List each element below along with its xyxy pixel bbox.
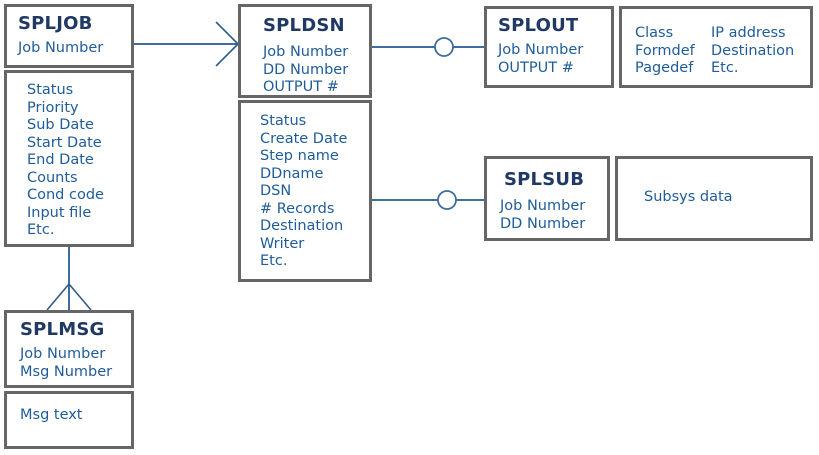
entity-splmsg-title: SPLMSG — [20, 319, 105, 340]
entity-splsub-title: SPLSUB — [504, 169, 585, 190]
key-field: OUTPUT # — [263, 79, 339, 95]
entity-splout-attributes: Class Formdef Pagedef IP address Destina… — [635, 25, 794, 78]
entity-splsub-attributes: Subsys data — [644, 189, 733, 207]
entity-splout-attribute-box[interactable]: Class Formdef Pagedef IP address Destina… — [619, 6, 813, 88]
entity-spljob-key-box[interactable]: SPLJOB Job Number — [4, 4, 134, 68]
entity-splsub-attribute-box[interactable]: Subsys data — [615, 156, 813, 241]
attribute-field: Counts — [27, 169, 78, 186]
attribute-field: Destination — [260, 218, 344, 234]
attribute-field: End Date — [27, 152, 94, 168]
attribute-field: Step name — [260, 148, 339, 164]
attribute-field: Etc. — [27, 222, 55, 238]
relationship-spljob-spldsn — [134, 21, 239, 67]
attribute-field: Status — [27, 82, 74, 98]
attribute-field: Subsys data — [644, 189, 733, 205]
entity-spljob-attribute-box[interactable]: Status Priority Sub Date Start Date End … — [4, 70, 134, 247]
cardinality-circle-splsub — [437, 190, 457, 210]
attribute-field: Formdef — [635, 42, 695, 59]
attribute-field: Pagedef — [635, 60, 694, 76]
entity-splmsg-attributes: Msg text — [20, 407, 83, 425]
entity-splmsg-keys: Job Number Msg Number — [20, 346, 112, 381]
attribute-field: DSN — [260, 183, 292, 199]
attribute-field: DDname — [260, 165, 324, 182]
attribute-field: Writer — [260, 235, 305, 252]
relationship-spljob-splmsg — [46, 247, 92, 311]
key-field: Job Number — [500, 198, 586, 214]
relationship-spldsn-splsub — [372, 190, 484, 210]
attribute-field: Msg text — [20, 407, 83, 423]
attribute-field: # Records — [260, 200, 335, 217]
entity-splout-attributes-col1: Class Formdef Pagedef — [635, 25, 697, 78]
entity-splout-attributes-col2: IP address Destination Etc. — [711, 25, 794, 78]
attribute-field: Create Date — [260, 130, 348, 147]
entity-spldsn-title: SPLDSN — [263, 15, 345, 36]
key-field: OUTPUT # — [498, 59, 574, 76]
attribute-field: Destination — [711, 42, 795, 59]
entity-splmsg-attribute-box[interactable]: Msg text — [4, 391, 134, 449]
attribute-field: Priority — [27, 99, 79, 116]
attribute-field: Input file — [27, 204, 92, 221]
entity-spljob-keys: Job Number — [18, 40, 103, 58]
attribute-field: IP address — [711, 25, 786, 41]
attribute-field: Etc. — [711, 60, 739, 76]
entity-spljob-title: SPLJOB — [18, 13, 93, 34]
key-field: Job Number — [20, 346, 106, 362]
key-field: Job Number — [263, 44, 349, 60]
entity-splout-keys: Job Number OUTPUT # — [498, 42, 583, 77]
attribute-field: Sub Date — [27, 117, 94, 133]
key-field: DD Number — [263, 61, 349, 78]
entity-spldsn-key-box[interactable]: SPLDSN Job Number DD Number OUTPUT # — [238, 4, 372, 98]
entity-splout-key-box[interactable]: SPLOUT Job Number OUTPUT # — [484, 6, 614, 88]
key-field: Job Number — [18, 40, 104, 56]
attribute-field: Cond code — [27, 187, 104, 203]
entity-splsub-keys: Job Number DD Number — [500, 198, 585, 233]
attribute-field: Status — [260, 113, 307, 129]
key-field: DD Number — [500, 215, 586, 232]
entity-spljob-attributes: Status Priority Sub Date Start Date End … — [27, 82, 104, 240]
entity-splmsg-key-box[interactable]: SPLMSG Job Number Msg Number — [4, 310, 134, 388]
relationship-spldsn-splout — [372, 37, 484, 57]
key-field: Msg Number — [20, 363, 113, 380]
cardinality-circle-splout — [434, 37, 454, 57]
entity-spldsn-attribute-box[interactable]: Status Create Date Step name DDname DSN … — [238, 100, 372, 282]
attribute-field: Etc. — [260, 253, 288, 269]
entity-splsub-key-box[interactable]: SPLSUB Job Number DD Number — [484, 156, 610, 241]
key-field: Job Number — [498, 42, 584, 58]
entity-spldsn-attributes: Status Create Date Step name DDname DSN … — [260, 113, 347, 271]
entity-splout-title: SPLOUT — [498, 15, 579, 36]
attribute-field: Start Date — [27, 134, 102, 151]
attribute-field: Class — [635, 25, 674, 41]
entity-spldsn-keys: Job Number DD Number OUTPUT # — [263, 44, 348, 97]
